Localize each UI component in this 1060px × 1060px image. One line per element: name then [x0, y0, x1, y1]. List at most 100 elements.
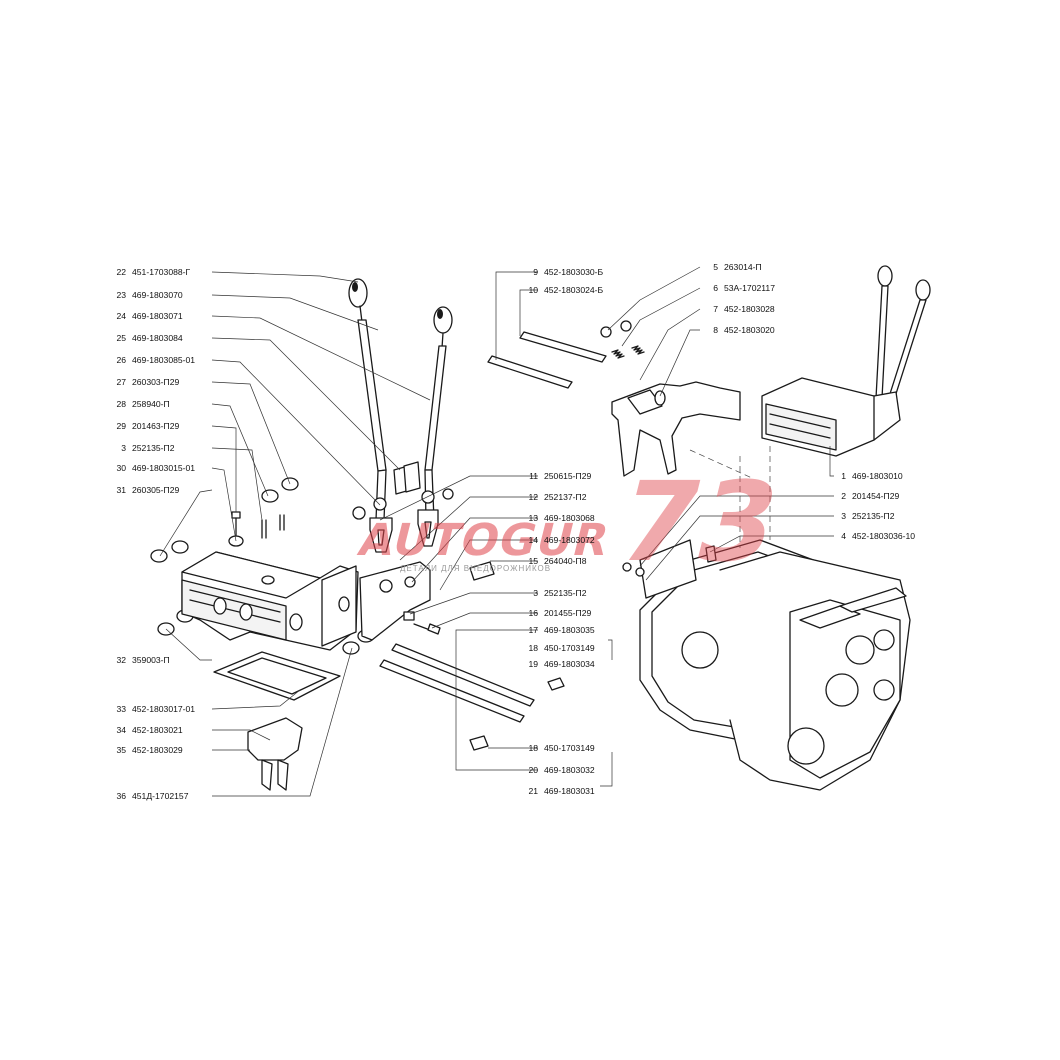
part-code: 469-1803015-01: [132, 463, 196, 473]
callout-number: 10: [528, 285, 538, 295]
part-code: 252135-П2: [132, 443, 175, 453]
selector-housing-left: [181, 551, 359, 651]
watermark-number: 73: [606, 458, 794, 586]
callout-number: 15: [528, 556, 538, 566]
callout-number: 27: [116, 377, 126, 387]
part-code: 201455-П29: [544, 608, 592, 618]
gearbox-housing: [639, 539, 911, 791]
callout-number: 33: [116, 704, 126, 714]
shift-lever-long: [348, 278, 387, 521]
callout-label: 29 201463-П29: [110, 421, 179, 431]
part-code: 469-1803072: [544, 535, 595, 545]
assembly-dashes: [689, 446, 771, 548]
part-code: 258940-П: [132, 399, 170, 409]
part-code: 452-1803021: [132, 725, 183, 735]
leader-lines: [159, 266, 834, 797]
callout-number: 1: [841, 471, 846, 481]
part-code: 469-1803034: [544, 659, 595, 669]
shift-rods-upper: [487, 331, 607, 389]
callout-label: 31 260305-П29: [110, 485, 179, 495]
callout-number: 18: [528, 743, 538, 753]
balls-springs: [600, 320, 645, 359]
part-code: 263014-П: [724, 262, 762, 272]
callout-label: 8 452-1803020: [702, 325, 775, 335]
part-code: 452-1803036-10: [852, 531, 916, 541]
part-code: 469-1803068: [544, 513, 595, 523]
callout-label: 18 450-1703149: [522, 743, 595, 753]
callout-label: 5 263014-П: [702, 262, 762, 272]
part-code: 252135-П2: [852, 511, 895, 521]
callout-number: 3: [841, 511, 846, 521]
callout-label: 1 469-1803010: [830, 471, 903, 481]
part-code: 451-1703088-Г: [132, 267, 191, 277]
callout-label: 18 450-1703149: [522, 643, 595, 653]
part-code: 53А-1702117: [724, 283, 775, 293]
shift-fork-centre: [611, 381, 741, 477]
part-code: 451Д-1702157: [132, 791, 189, 801]
callout-number: 23: [116, 290, 126, 300]
part-code: 452-1803029: [132, 745, 183, 755]
callout-number: 16: [528, 608, 538, 618]
part-code: 469-1803031: [544, 786, 595, 796]
callout-number: 29: [116, 421, 126, 431]
callout-number: 5: [713, 262, 718, 272]
callout-number: 26: [116, 355, 126, 365]
callout-label: 16 201455-П29: [522, 608, 591, 618]
part-code: 450-1703149: [544, 743, 595, 753]
part-code: 469-1803010: [852, 471, 903, 481]
part-code: 260305-П29: [132, 485, 180, 495]
lever-forks: [352, 461, 454, 553]
callout-label: 9 452-1803030-Б: [522, 267, 603, 277]
callout-number: 22: [116, 267, 126, 277]
shift-lever-short: [424, 306, 453, 521]
part-code: 450-1703149: [544, 643, 595, 653]
callout-number: 4: [841, 531, 846, 541]
part-code: 252135-П2: [544, 588, 587, 598]
part-code: 201454-П29: [852, 491, 900, 501]
callout-label: 21 469-1803031: [522, 786, 595, 796]
callout-label: 23 469-1803070: [110, 290, 183, 300]
callout-label: 3 252135-П2: [830, 511, 895, 521]
callout-number: 11: [529, 471, 538, 481]
watermark-tagline: ДЕТАЛИ ДЛЯ ВНЕДОРОЖНИКОВ: [400, 564, 552, 573]
lever-bracket: [359, 561, 495, 641]
callout-number: 31: [116, 485, 126, 495]
part-code: 264040-П8: [544, 556, 587, 566]
callout-number: 7: [713, 304, 718, 314]
part-code: 452-1803017-01: [132, 704, 196, 714]
callout-number: 9: [533, 267, 538, 277]
callout-number: 20: [528, 765, 538, 775]
shift-rods-lower: [379, 643, 565, 751]
callout-number: 21: [528, 786, 538, 796]
part-code: 201463-П29: [132, 421, 180, 431]
callout-label: 27 260303-П29: [110, 377, 179, 387]
callout-number: 30: [116, 463, 126, 473]
part-code: 469-1803071: [132, 311, 183, 321]
callout-number: 18: [528, 643, 538, 653]
callout-number: 14: [528, 535, 538, 545]
callout-number: 32: [116, 655, 126, 665]
part-code: 260303-П29: [132, 377, 180, 387]
part-code: 452-1803030-Б: [544, 267, 604, 277]
callout-number: 8: [713, 325, 718, 335]
callout-number: 24: [116, 311, 126, 321]
callout-label: 22 451-1703088-Г: [110, 267, 190, 277]
part-code: 469-1803070: [132, 290, 183, 300]
part-code: 452-1803020: [724, 325, 775, 335]
